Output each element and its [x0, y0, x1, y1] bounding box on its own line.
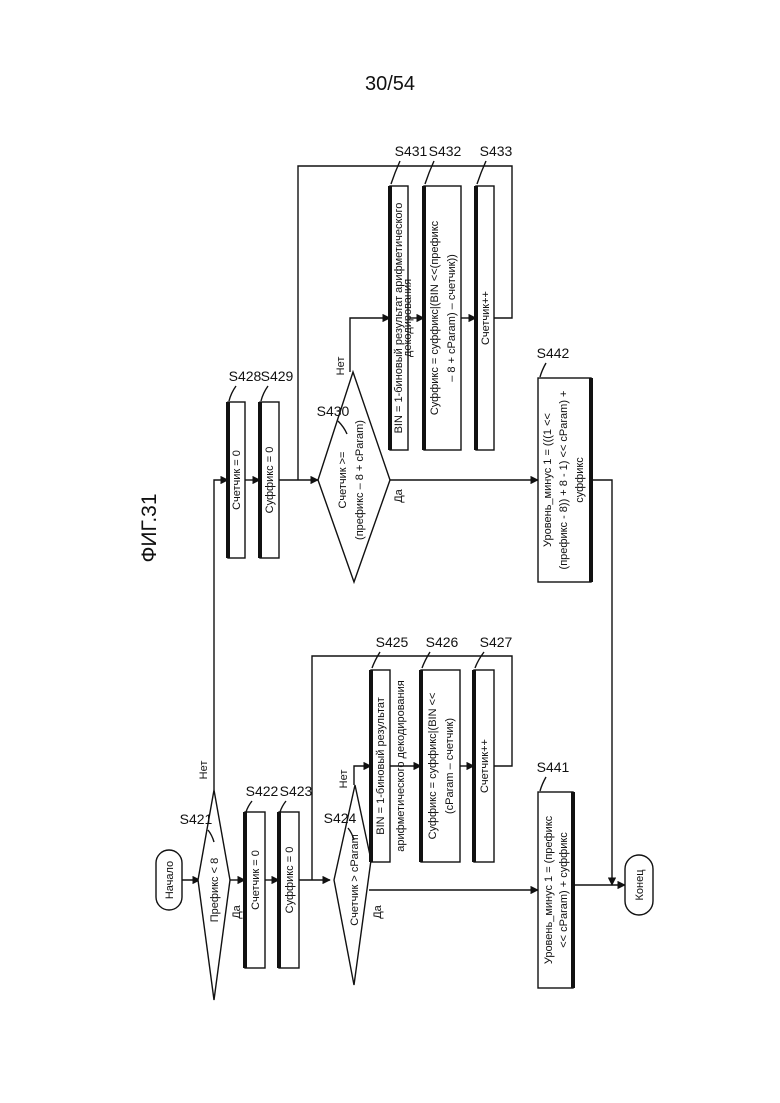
step-s425: S425 — [376, 634, 409, 650]
svg-text:(cParam – счетчик): (cParam – счетчик) — [444, 718, 456, 814]
svg-text:арифметического декодирования: арифметического декодирования — [395, 680, 407, 851]
svg-text:Суффикс = 0: Суффикс = 0 — [264, 447, 276, 514]
step-s433: S433 — [480, 143, 513, 159]
svg-text:– 8 + cParam) – счетчик)): – 8 + cParam) – счетчик)) — [446, 254, 458, 382]
start-terminal: Начало — [156, 850, 182, 910]
process-s433: Счетчик++ — [476, 186, 494, 450]
step-s421: S421 — [180, 811, 213, 827]
svg-text:Счетчик++: Счетчик++ — [480, 291, 492, 345]
svg-text:Конец: Конец — [634, 869, 646, 901]
svg-text:Счетчик = 0: Счетчик = 0 — [231, 450, 243, 510]
process-s425: BIN = 1-биновый результат арифметическог… — [371, 670, 407, 862]
svg-text:Счетчик >=: Счетчик >= — [337, 452, 349, 509]
svg-text:суффикс: суффикс — [574, 457, 586, 503]
step-s423: S423 — [280, 783, 313, 799]
svg-text:Начало: Начало — [164, 861, 176, 899]
svg-text:Префикс < 8: Префикс < 8 — [209, 858, 221, 922]
process-s441: Уровень_минус 1 = (префикс << cParam) + … — [538, 792, 573, 988]
svg-text:(префикс - 8)) + 8 - 1) << cPa: (префикс - 8)) + 8 - 1) << cParam) + — [558, 391, 570, 570]
page-number: 30/54 — [365, 73, 415, 95]
process-s423: Суффикс = 0 — [279, 812, 299, 968]
process-s428: Счетчик = 0 — [228, 402, 245, 558]
yes-label-s421: Да — [231, 904, 243, 918]
process-s422: Счетчик = 0 — [245, 812, 265, 968]
step-s441: S441 — [537, 759, 570, 775]
step-s432: S432 — [429, 143, 462, 159]
no-label-s424: Нет — [338, 770, 350, 789]
svg-text:Счетчик > cParam: Счетчик > cParam — [349, 834, 361, 925]
svg-text:Уровень_минус 1 = (префикс: Уровень_минус 1 = (префикс — [543, 815, 555, 964]
step-s424: S424 — [324, 810, 357, 826]
figure-title: ФИГ.31 — [138, 493, 161, 562]
svg-text:BIN = 1-биновый результат: BIN = 1-биновый результат — [375, 697, 387, 835]
process-s429: Суффикс = 0 — [260, 402, 279, 558]
yes-label-s424: Да — [372, 904, 384, 918]
step-s429: S429 — [261, 368, 294, 384]
step-s427: S427 — [480, 634, 513, 650]
svg-text:Суффикс = 0: Суффикс = 0 — [284, 847, 296, 914]
process-s426: Суффикс = суффикс|(BIN << (cParam – счет… — [421, 670, 460, 862]
no-label-s430: Нет — [335, 357, 347, 376]
step-s428: S428 — [229, 368, 262, 384]
svg-text:Уровень_минус 1 = (((1 <<: Уровень_минус 1 = (((1 << — [542, 413, 554, 547]
process-s427: Счетчик++ — [474, 670, 494, 862]
step-s431: S431 — [395, 143, 428, 159]
process-s431: BIN = 1-биновый результат арифметическог… — [390, 186, 414, 450]
svg-text:Счетчик++: Счетчик++ — [479, 739, 491, 793]
process-s432: Суффикс = суффикс|(BIN <<(префикс – 8 + … — [424, 186, 461, 450]
svg-text:<< cParam) + суффикс: << cParam) + суффикс — [558, 832, 570, 948]
svg-text:Счетчик = 0: Счетчик = 0 — [250, 850, 262, 910]
svg-text:(префикс – 8 + cParam): (префикс – 8 + cParam) — [354, 420, 366, 540]
step-s426: S426 — [426, 634, 459, 650]
no-label-s421: Нет — [198, 761, 210, 780]
end-terminal: Конец — [625, 855, 653, 915]
svg-text:декодирования: декодирования — [402, 279, 414, 357]
process-s442: Уровень_минус 1 = (((1 << (префикс - 8))… — [538, 378, 591, 582]
step-s430: S430 — [317, 403, 350, 419]
step-s442: S442 — [537, 345, 570, 361]
step-s422: S422 — [246, 783, 279, 799]
svg-text:Суффикс = суффикс|(BIN <<: Суффикс = суффикс|(BIN << — [427, 693, 439, 840]
svg-text:Суффикс = суффикс|(BIN <<(преф: Суффикс = суффикс|(BIN <<(префикс — [429, 220, 441, 415]
yes-label-s430: Да — [393, 488, 405, 502]
